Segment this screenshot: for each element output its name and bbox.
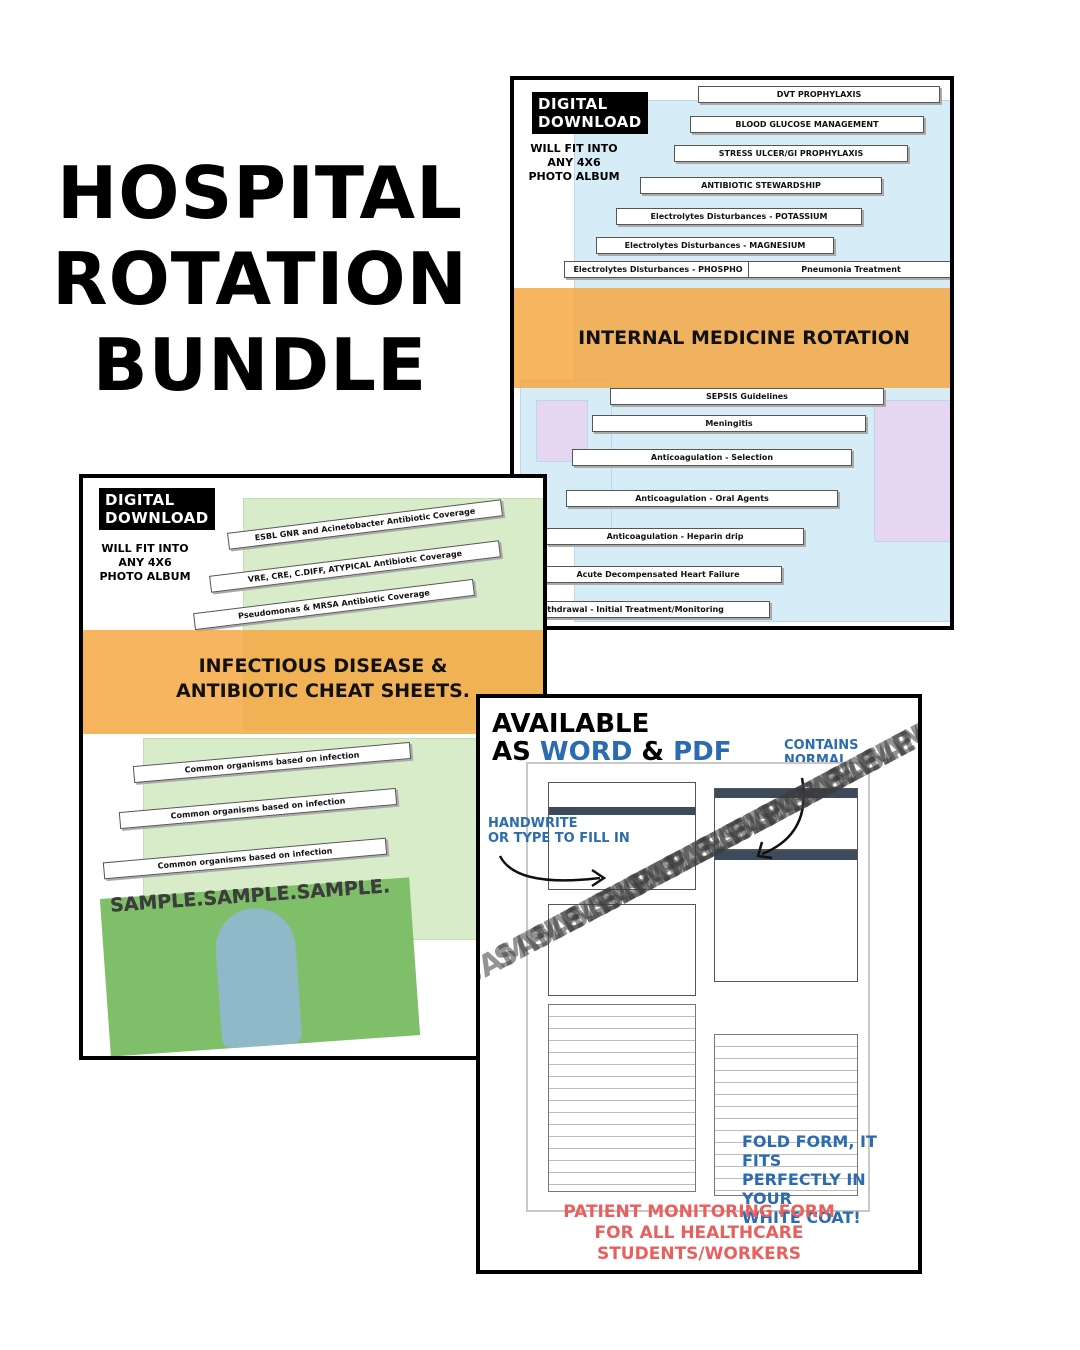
strip-potassium: Electrolytes Disturbances - POTASSIUM xyxy=(616,208,862,225)
availability-heading: AVAILABLE AS WORD & PDF xyxy=(492,709,732,767)
notes-grid xyxy=(548,1004,696,1192)
internal-medicine-panel: DIGITAL DOWNLOAD WILL FIT INTO ANY 4X6 P… xyxy=(510,76,954,630)
strip-anticoag-selection: Anticoagulation - Selection xyxy=(572,449,852,466)
photo-album-note: WILL FIT INTO ANY 4X6 PHOTO ALBUM xyxy=(99,542,191,583)
title-line-3: BUNDLE xyxy=(92,323,428,407)
pdf-format: PDF xyxy=(673,737,732,767)
body-silhouette xyxy=(212,905,303,1049)
bundle-title: HOSPITAL ROTATION BUNDLE xyxy=(40,150,480,408)
title-line-1: HOSPITAL xyxy=(56,151,463,235)
strip-meningitis: Meningitis xyxy=(592,415,866,432)
title-line-2: ROTATION xyxy=(52,237,468,321)
labs-table xyxy=(714,850,858,982)
photo-album-note: WILL FIT INTO ANY 4X6 PHOTO ALBUM xyxy=(528,142,620,183)
strip-stress-ulcer: STRESS ULCER/GI PROPHYLAXIS xyxy=(674,145,908,162)
strip-stewardship: ANTIBIOTIC STEWARDSHIP xyxy=(640,177,882,194)
strip-pneumonia: Pneumonia Treatment xyxy=(748,261,950,278)
infectious-disease-banner: INFECTIOUS DISEASE & ANTIBIOTIC CHEAT SH… xyxy=(176,655,470,702)
background-sheet-purple xyxy=(874,400,950,542)
arrow-reference-icon xyxy=(756,777,805,860)
patient-form-panel: AVAILABLE AS WORD & PDF CONTAINS NORMAL … xyxy=(476,694,922,1274)
orange-band xyxy=(83,630,543,734)
strip-phosphorus: Electrolytes Disturbances - PHOSPHO xyxy=(564,261,752,278)
strip-heart-failure: Acute Decompensated Heart Failure xyxy=(534,566,782,583)
patient-info-box xyxy=(548,782,696,890)
form-page-preview xyxy=(526,762,870,1212)
word-format: WORD xyxy=(539,737,633,767)
strip-alcohol-withdrawal: hol Withdrawal - Initial Treatment/Monit… xyxy=(514,601,770,618)
strip-magnesium: Electrolytes Disturbances - MAGNESIUM xyxy=(596,237,834,254)
strip-sepsis: SEPSIS Guidelines xyxy=(610,388,884,405)
arrow-handwrite-icon xyxy=(498,855,607,888)
patient-monitoring-footer: PATIENT MONITORING FORM FOR ALL HEALTHCA… xyxy=(563,1202,835,1264)
fold-form-callout: FOLD FORM, IT FITS PERFECTLY IN YOUR WHI… xyxy=(742,1132,877,1227)
infectious-disease-panel: DIGITAL DOWNLOAD WILL FIT INTO ANY 4X6 P… xyxy=(79,474,547,1060)
meds-grid xyxy=(714,1034,858,1196)
orange-band xyxy=(514,288,950,388)
digital-download-badge: DIGITAL DOWNLOAD xyxy=(532,92,648,134)
strip-glucose: BLOOD GLUCOSE MANAGEMENT xyxy=(690,116,924,133)
strip-anticoag-oral: Anticoagulation - Oral Agents xyxy=(566,490,838,507)
strip-dvt: DVT PROPHYLAXIS xyxy=(698,86,940,103)
handwrite-callout: HANDWRITE OR TYPE TO FILL IN xyxy=(488,816,630,846)
internal-medicine-banner: INTERNAL MEDICINE ROTATION xyxy=(578,327,910,349)
strip-heparin: Anticoagulation - Heparin drip xyxy=(546,528,804,545)
digital-download-badge: DIGITAL DOWNLOAD xyxy=(99,488,215,530)
vitals-diagram-box xyxy=(548,904,696,996)
